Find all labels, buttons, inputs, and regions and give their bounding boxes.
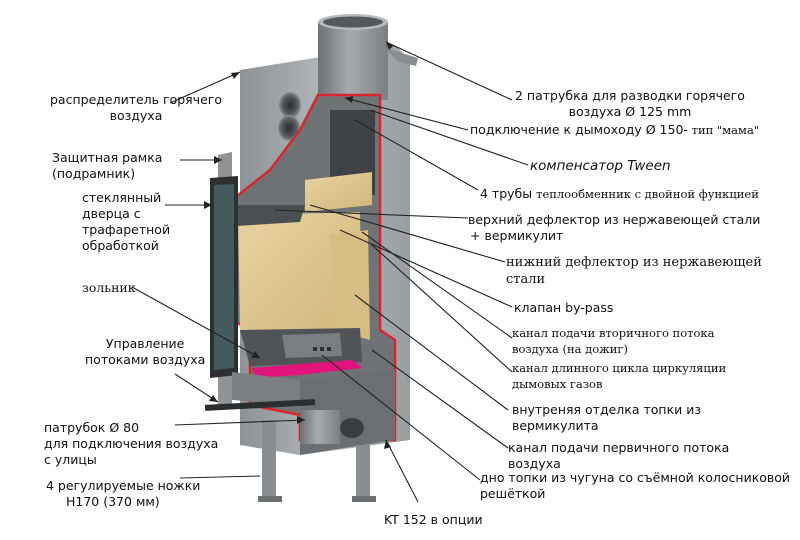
label-hot-air-distributor: распределитель горячего воздуха (50, 92, 222, 123)
label-outside-air-pipe: патрубок Ø 80 для подключения воздуха с … (44, 420, 219, 467)
label-bypass-valve: клапан by-pass (514, 300, 614, 315)
label-primary-air-channel: канал подачи первичного потока воздуха (508, 440, 730, 471)
label-hot-air-outlets: 2 патрубка для разводки горячего воздуха… (515, 88, 745, 119)
label-chimney-connection: подключение к дымоходу Ø 150- тип "мама" (470, 122, 760, 137)
label-cast-iron-bottom: дно топки из чугуна со съёмной колоснико… (480, 470, 791, 501)
label-long-cycle-channel: канал длинного цикла циркуляции дымовых … (512, 361, 727, 391)
label-tween-compensator: компенсатор Tween (530, 158, 671, 174)
label-kt152-option: KT 152 в опции (384, 512, 483, 527)
cast-iron-bottom (240, 328, 362, 366)
front-frame (210, 152, 238, 408)
chimney-collar (318, 14, 388, 100)
upper-vermiculite-block (305, 172, 372, 212)
hot-air-outlets (278, 92, 301, 141)
label-vermiculite-lining: внутреняя отделка топки из вермикулита (512, 402, 701, 433)
label-air-flow-control: Управление потоками воздуха (85, 336, 206, 367)
adjustable-legs (258, 420, 376, 502)
label-secondary-air-channel: канал подачи вторичного потока воздуха (… (512, 326, 715, 356)
outside-air-pipe (300, 410, 364, 444)
air-control-lever (204, 399, 316, 411)
label-glass-door: стеклянный дверца с трафаретной обработк… (82, 190, 171, 253)
label-lower-deflector: нижний дефлектор из нержавеющей стали (506, 255, 762, 287)
label-upper-deflector: верхний дефлектор из нержавеющей стали +… (468, 212, 761, 243)
firebox-lining (232, 205, 370, 340)
label-heat-exchanger-tubes: 4 трубы теплообменник с двойной функцией (480, 186, 759, 201)
label-ash-pan: зольник (82, 280, 136, 295)
label-legs: 4 регулируемые ножки H170 (370 мм) (46, 478, 201, 509)
pointer-lines (131, 41, 529, 503)
pointer-arrowheads (204, 42, 394, 449)
label-protective-frame: Защитная рамка (подрамник) (52, 150, 163, 181)
